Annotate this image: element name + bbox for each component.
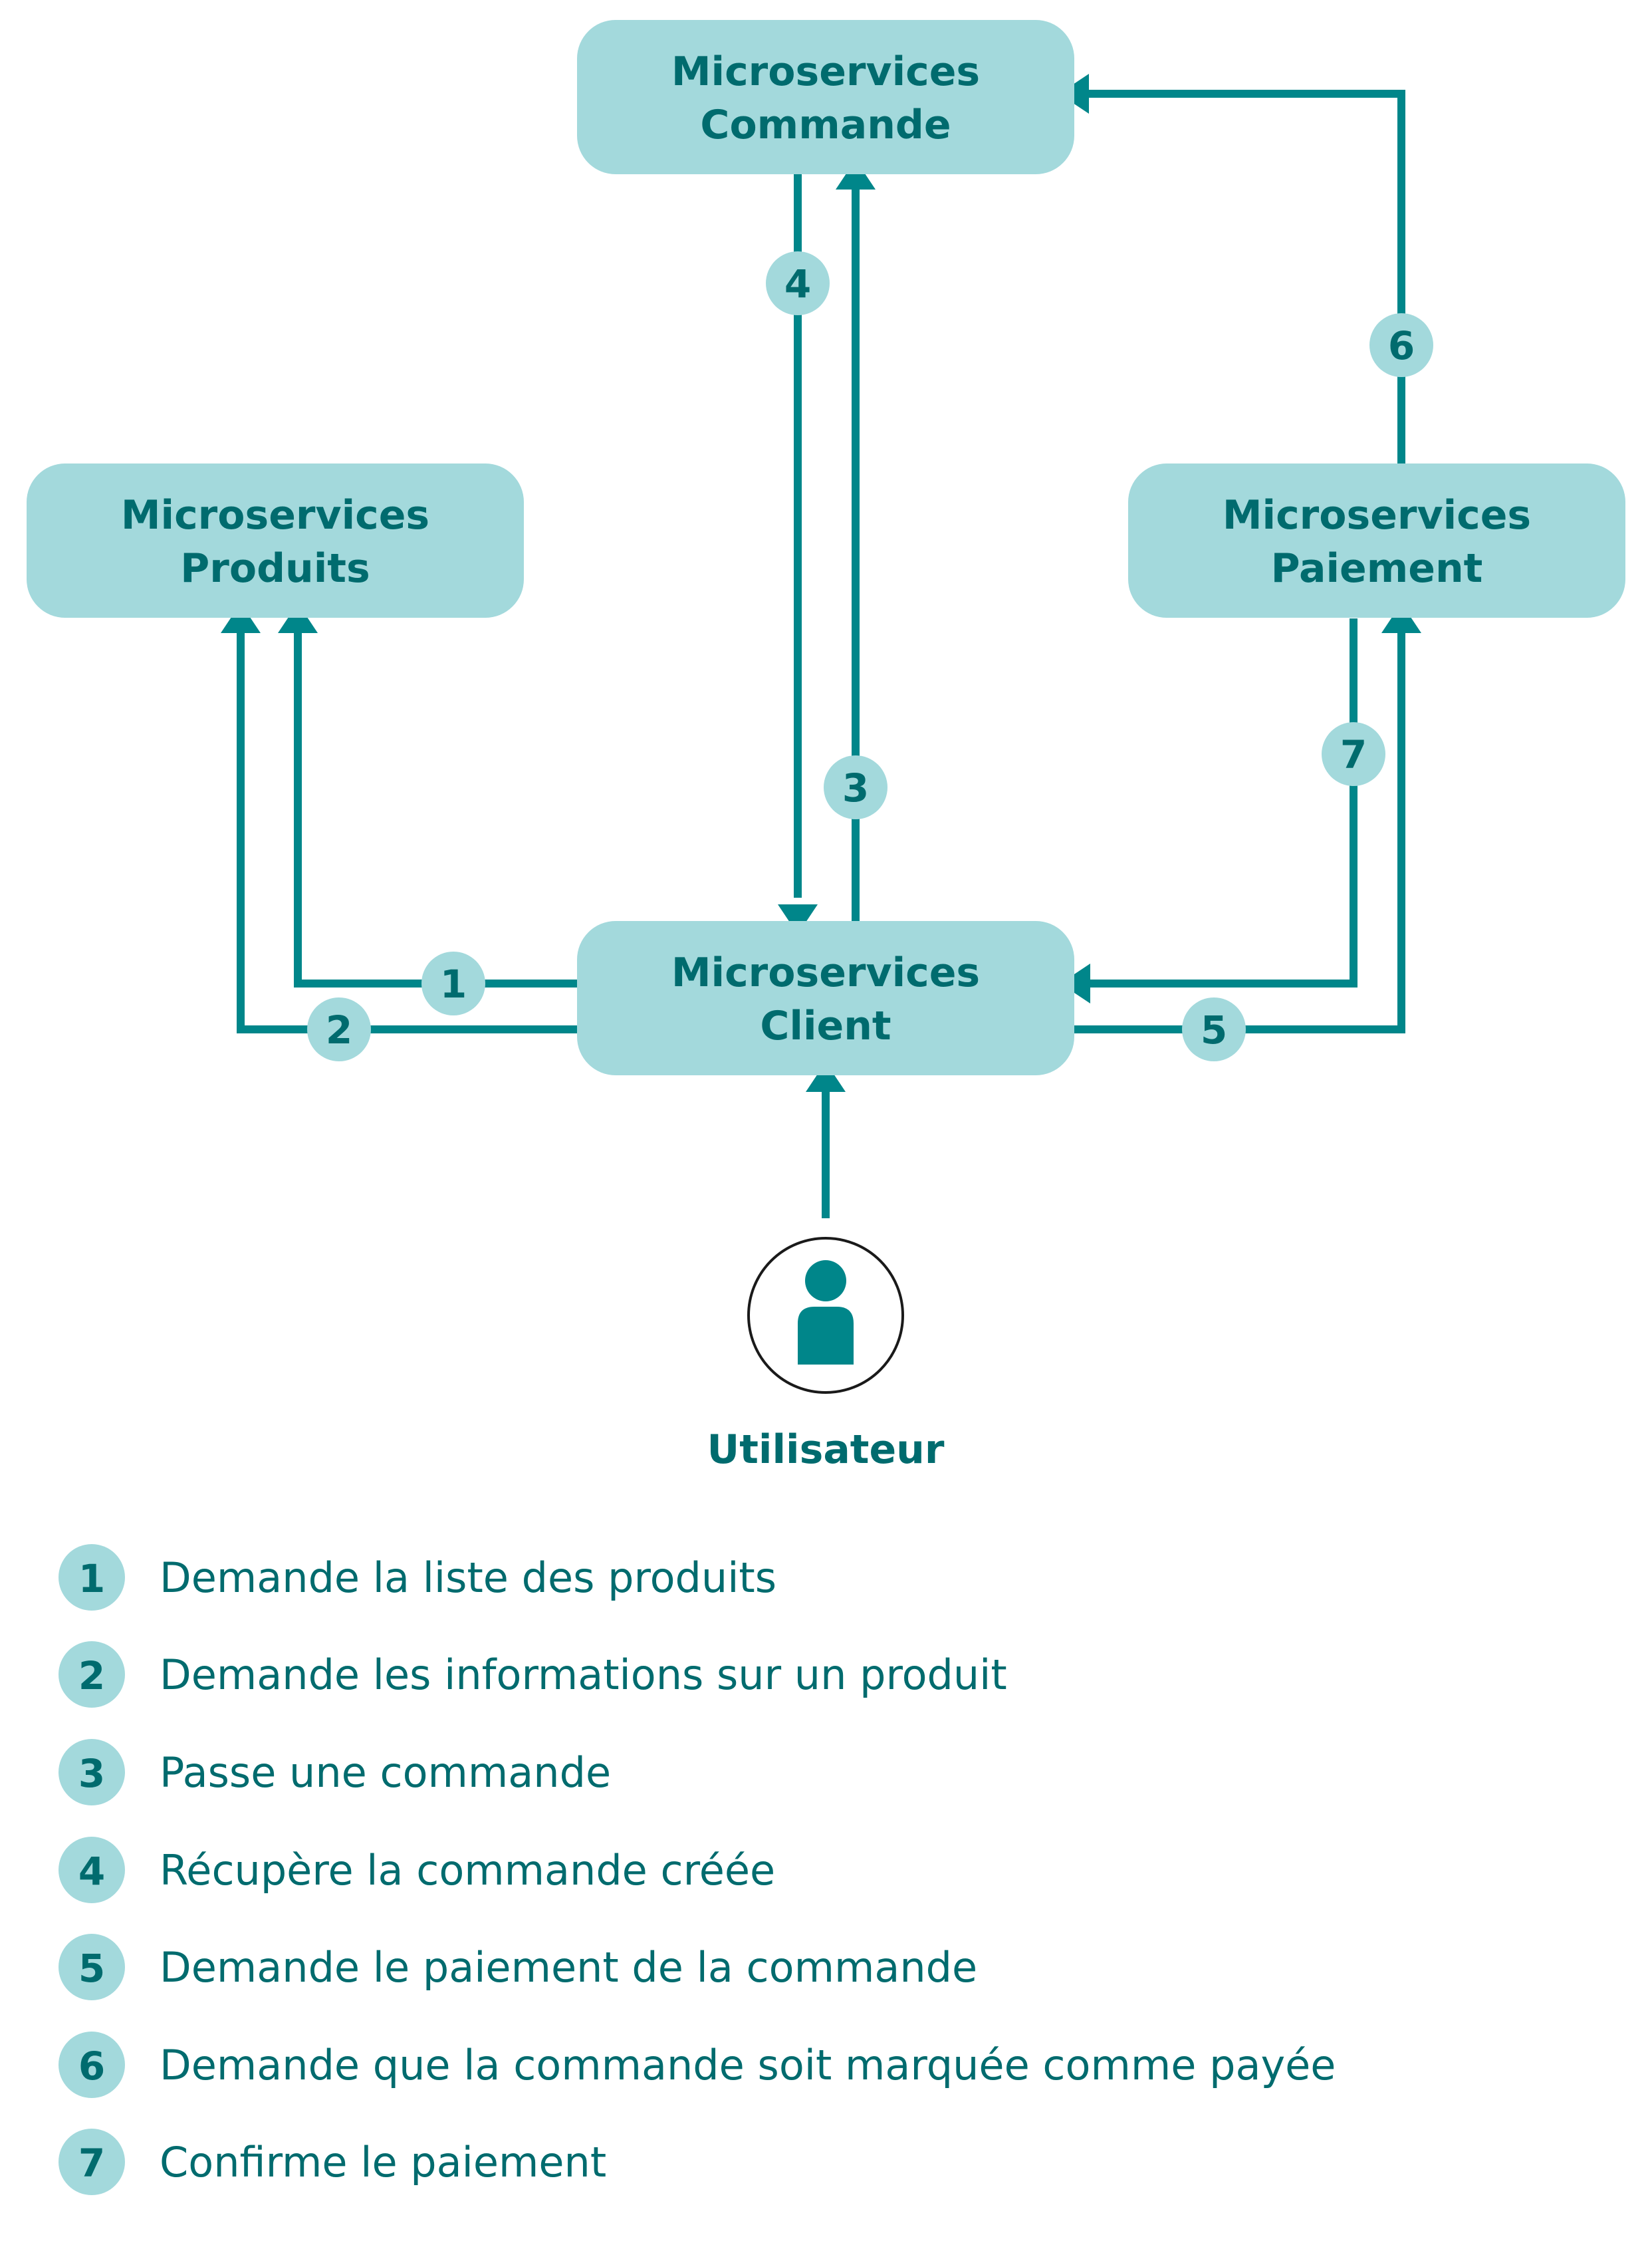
legend-number: 6 (78, 2044, 105, 2089)
arrowhead-2 (221, 603, 261, 633)
legend-number: 5 (78, 1946, 105, 1991)
badge-3: 3 (824, 755, 887, 819)
node-produits-box (27, 463, 524, 618)
node-client-box (577, 921, 1074, 1075)
legend-text: Confirme le paiement (160, 2138, 606, 2186)
legend-text: Passe une commande (160, 1748, 611, 1797)
legend-item: 3 Passe une commande (59, 1739, 611, 1805)
badge-1: 1 (421, 952, 485, 1015)
badge-5-label: 5 (1201, 1007, 1227, 1053)
node-produits: Microservices Produits (27, 463, 524, 618)
badge-1-label: 1 (440, 962, 467, 1007)
legend-item: 5 Demande le paiement de la commande (59, 1934, 977, 2000)
user-icon (798, 1260, 854, 1365)
legend-text: Demande les informations sur un produit (160, 1651, 1007, 1699)
legend: 1 Demande la liste des produits 2 Demand… (59, 1544, 1336, 2195)
badge-2: 2 (307, 997, 371, 1061)
badge-6: 6 (1369, 313, 1433, 377)
arrowhead-1 (278, 603, 318, 633)
badge-3-label: 3 (842, 765, 869, 811)
node-paiement-line1: Microservices (1223, 492, 1531, 539)
legend-item: 6 Demande que la commande soit marquée c… (59, 2032, 1336, 2098)
user: Utilisateur (707, 1237, 945, 1473)
node-paiement-box (1128, 463, 1625, 618)
node-client-line2: Client (760, 1003, 891, 1049)
badge-2-label: 2 (326, 1007, 352, 1053)
legend-item: 4 Récupère la commande créée (59, 1837, 775, 1903)
legend-item: 1 Demande la liste des produits (59, 1544, 776, 1611)
arrowhead-3 (836, 160, 876, 190)
arrowhead-7 (1060, 964, 1090, 1003)
badge-6-label: 6 (1388, 323, 1415, 368)
legend-number: 3 (78, 1751, 105, 1796)
legend-text: Demande que la commande soit marquée com… (160, 2041, 1336, 2089)
arrow-badges: 1 2 3 4 5 6 7 (307, 251, 1433, 1061)
user-label: Utilisateur (707, 1426, 945, 1473)
legend-text: Demande la liste des produits (160, 1553, 776, 1602)
badge-4-label: 4 (784, 261, 811, 307)
arrowhead-user (806, 1062, 846, 1092)
node-produits-line2: Produits (180, 545, 370, 592)
arrow-7-line (1085, 618, 1357, 988)
legend-number: 4 (78, 1849, 105, 1894)
legend-text: Récupère la commande créée (160, 1846, 775, 1895)
legend-item: 7 Confirme le paiement (59, 2129, 606, 2195)
node-client: Microservices Client (577, 921, 1074, 1075)
node-commande-box (577, 20, 1074, 174)
node-commande-line2: Commande (700, 102, 951, 148)
legend-number: 7 (78, 2141, 105, 2186)
legend-text: Demande le paiement de la commande (160, 1943, 977, 1992)
badge-7-label: 7 (1340, 732, 1367, 777)
arrow-heads (221, 74, 1421, 1092)
arrow-6-line (1084, 90, 1405, 463)
node-produits-line1: Microservices (121, 492, 429, 539)
node-commande: Microservices Commande (577, 20, 1074, 174)
node-paiement-line2: Paiement (1271, 545, 1483, 592)
node-paiement: Microservices Paiement (1128, 463, 1625, 618)
legend-number: 1 (78, 1556, 105, 1601)
badge-5: 5 (1182, 997, 1246, 1061)
badge-4: 4 (766, 251, 830, 315)
arrow-1-line (294, 632, 577, 988)
node-client-line1: Microservices (671, 950, 980, 996)
node-commande-line1: Microservices (671, 49, 980, 95)
legend-number: 2 (78, 1653, 105, 1698)
arrowhead-4 (778, 904, 818, 934)
arrow-2-line (237, 632, 577, 1033)
legend-item: 2 Demande les informations sur un produi… (59, 1641, 1007, 1708)
badge-7: 7 (1322, 722, 1385, 786)
arrowhead-5 (1381, 603, 1421, 633)
